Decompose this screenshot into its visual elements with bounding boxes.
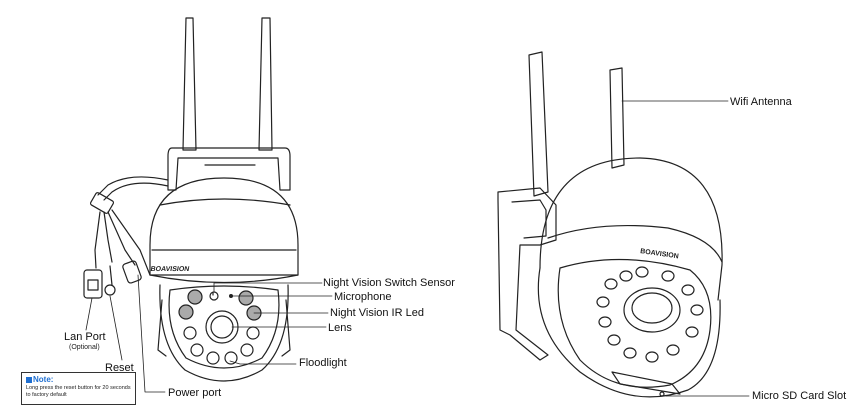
note-icon [26,376,32,383]
side-lens [631,292,673,324]
front-dome-body [149,177,299,276]
side-camera [497,51,723,398]
front-left-antenna [182,17,197,151]
note-title-text: Note: [33,375,54,384]
label-floodlight: Floodlight [299,357,347,369]
front-ir-led [178,304,194,320]
side-led [635,266,649,278]
side-led [645,351,659,363]
front-brand-logo: BOAVISION [150,266,190,273]
front-right-antenna [258,17,273,151]
side-brand-logo: BOAVISION [640,248,679,260]
side-led [623,347,637,359]
side-dome-body [539,157,723,301]
cable-bundle [97,176,169,196]
floodlight [224,351,238,365]
side-led [607,334,621,346]
floodlight [206,351,220,365]
lan-port-connector [83,269,103,299]
night-vision-switch-sensor [209,291,219,301]
leader-lines [85,100,750,397]
side-back-antenna [528,51,549,197]
side-led [604,278,618,290]
floodlight [183,326,197,340]
side-led [598,316,612,328]
side-led [685,326,699,338]
cable-connector [89,192,115,214]
side-bracket [497,187,557,361]
floodlight [190,343,204,357]
side-front-antenna [609,67,625,169]
label-microphone: Microphone [334,291,392,303]
side-led [681,284,695,296]
front-ir-led [187,289,203,305]
label-lan-port: Lan Port [64,331,106,343]
floodlight [246,326,260,340]
note-text: Long press the reset button for 20 secon… [26,385,131,398]
micro-sd-slot [611,371,681,395]
front-bracket [167,147,291,191]
front-camera [83,17,299,382]
label-micro-sd-card-slot: Micro SD Card Slot [752,390,847,402]
side-led [661,270,675,282]
side-led [690,304,704,316]
reset-button [104,284,116,296]
note-title: Note: [26,375,53,384]
label-wifi-antenna: Wifi Antenna [730,96,792,108]
label-night-vision-ir-led: Night Vision IR Led [330,307,424,319]
label-lan-port-optional: (Optional) [69,344,100,351]
side-led [666,344,680,356]
label-lens: Lens [328,322,352,334]
label-night-vision-switch-sensor: Night Vision Switch Sensor [323,277,455,289]
side-led [596,296,610,308]
front-camera-head [159,284,289,382]
side-camera-head [537,267,721,398]
power-port-connector [122,260,142,284]
label-reset: Reset [105,362,134,374]
front-ir-led [238,290,254,306]
label-power-port: Power port [168,387,222,399]
floodlight [240,343,254,357]
reset-note-box: Note: Long press the reset button for 20… [21,372,136,405]
side-led [619,270,633,282]
